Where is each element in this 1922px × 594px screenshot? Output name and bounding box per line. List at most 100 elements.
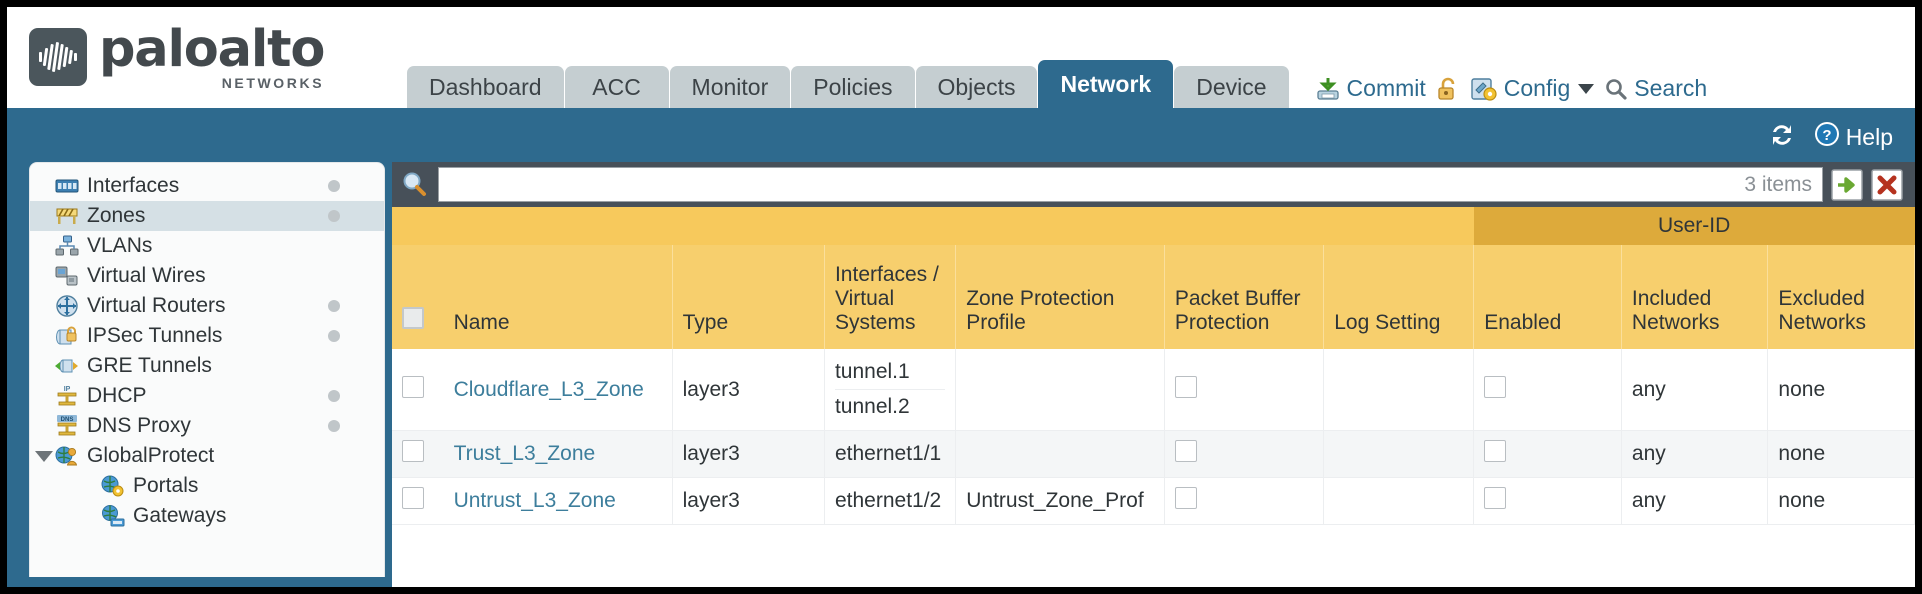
userid-enabled-checkbox[interactable] bbox=[1484, 487, 1507, 509]
tab-device[interactable]: Device bbox=[1174, 66, 1289, 108]
expander-collapse-icon[interactable] bbox=[35, 450, 53, 462]
col-header-log-setting[interactable]: Log Setting bbox=[1323, 245, 1475, 349]
col-header-included-networks[interactable]: Included Networks bbox=[1621, 245, 1769, 349]
dns-proxy-icon: DNS bbox=[54, 415, 79, 437]
cell-packet-buffer-protection bbox=[1164, 349, 1325, 431]
col-header-enabled[interactable]: Enabled bbox=[1473, 245, 1622, 349]
cell-userid-enabled bbox=[1473, 477, 1622, 525]
packet-buffer-protection-checkbox[interactable] bbox=[1174, 375, 1197, 398]
userid-enabled-checkbox[interactable] bbox=[1484, 375, 1507, 398]
status-dot bbox=[328, 210, 340, 222]
sidebar-item-zones[interactable]: Zones bbox=[30, 201, 384, 231]
sidebar-item-gre-tunnels[interactable]: GRE Tunnels bbox=[30, 351, 384, 381]
interface-list: ethernet1/1 bbox=[835, 437, 945, 471]
row-checkbox[interactable] bbox=[402, 487, 424, 509]
sidebar-item-label: Zones bbox=[87, 204, 146, 227]
tab-policies[interactable]: Policies bbox=[791, 66, 915, 108]
sidebar-nav: Interfaces Zones bbox=[29, 162, 385, 577]
cell-zone-protection-profile: Untrust_Zone_Prof bbox=[955, 477, 1165, 525]
status-dot bbox=[328, 180, 340, 192]
sidebar-item-ipsec-tunnels[interactable]: IPSec Tunnels bbox=[30, 321, 384, 351]
userid-enabled-checkbox[interactable] bbox=[1484, 440, 1507, 462]
item-count-label: 3 items bbox=[1744, 172, 1812, 196]
select-all-checkbox[interactable] bbox=[402, 306, 424, 329]
sidebar-item-portals[interactable]: Portals bbox=[30, 471, 384, 501]
cell-interfaces: tunnel.1 tunnel.2 bbox=[824, 349, 957, 431]
table-row[interactable]: Cloudflare_L3_Zone layer3 tunnel.1 tunne… bbox=[392, 349, 1915, 431]
apply-filter-button[interactable] bbox=[1831, 168, 1863, 201]
interface-item: tunnel.1 bbox=[834, 355, 946, 390]
group-header-userid: User-ID bbox=[1473, 207, 1915, 245]
vlans-icon bbox=[54, 235, 79, 257]
main-tabs: Dashboard ACC Monitor Policies Objects N… bbox=[407, 60, 1289, 108]
search-button[interactable]: Search bbox=[1604, 75, 1707, 102]
brand-logo: paloalto NETWORKS bbox=[7, 24, 397, 108]
cell-userid-enabled bbox=[1473, 430, 1622, 478]
sidebar-item-gateways[interactable]: Gateways bbox=[30, 501, 384, 531]
interface-list: tunnel.1 tunnel.2 bbox=[834, 355, 946, 424]
sidebar-item-virtual-routers[interactable]: Virtual Routers bbox=[30, 291, 384, 321]
cell-zone-protection-profile bbox=[955, 430, 1165, 478]
col-header-interfaces[interactable]: Interfaces / Virtual Systems bbox=[824, 245, 957, 349]
col-header-type[interactable]: Type bbox=[672, 245, 825, 349]
clear-filter-button[interactable] bbox=[1871, 168, 1903, 201]
packet-buffer-protection-checkbox[interactable] bbox=[1174, 487, 1197, 509]
ipsec-tunnels-icon bbox=[54, 325, 79, 347]
row-checkbox[interactable] bbox=[402, 440, 424, 462]
app-header: paloalto NETWORKS Dashboard ACC Monitor … bbox=[7, 7, 1915, 108]
tab-dashboard[interactable]: Dashboard bbox=[407, 66, 564, 108]
row-checkbox[interactable] bbox=[402, 375, 424, 398]
col-header-name[interactable]: Name bbox=[443, 245, 673, 349]
virtual-routers-icon bbox=[54, 295, 79, 317]
cell-zone-protection-profile bbox=[955, 349, 1165, 431]
table-row[interactable]: Trust_L3_Zone layer3 ethernet1/1 bbox=[392, 430, 1915, 478]
tab-network-label: Network bbox=[1060, 70, 1152, 97]
sidebar-item-globalprotect[interactable]: GlobalProtect bbox=[30, 441, 384, 471]
refresh-icon[interactable] bbox=[1767, 121, 1797, 154]
search-input[interactable] bbox=[439, 168, 1745, 201]
table-column-header-row: Name Type Interfaces / Virtual Systems Z… bbox=[392, 245, 1915, 349]
tab-acc[interactable]: ACC bbox=[564, 66, 669, 108]
unlock-icon bbox=[1436, 76, 1460, 102]
cell-included-networks: any bbox=[1621, 430, 1769, 478]
cell-packet-buffer-protection bbox=[1164, 430, 1325, 478]
zones-icon bbox=[54, 205, 79, 227]
table-row[interactable]: Untrust_L3_Zone layer3 ethernet1/2 Untru… bbox=[392, 477, 1915, 525]
cell-excluded-networks: none bbox=[1767, 477, 1915, 525]
filter-search-icon[interactable] bbox=[400, 170, 430, 200]
interface-list: ethernet1/2 bbox=[835, 484, 945, 518]
sidebar-item-virtual-wires[interactable]: Virtual Wires bbox=[30, 261, 384, 291]
group-header-spacer bbox=[392, 207, 1474, 245]
tab-objects[interactable]: Objects bbox=[915, 66, 1038, 108]
config-dropdown[interactable]: Config bbox=[1470, 75, 1595, 102]
cell-type: layer3 bbox=[672, 430, 825, 478]
tab-monitor[interactable]: Monitor bbox=[669, 66, 791, 108]
sidebar-item-dhcp[interactable]: IP DHCP bbox=[30, 381, 384, 411]
tab-network[interactable]: Network bbox=[1038, 60, 1174, 108]
col-header-excluded-networks[interactable]: Excluded Networks bbox=[1767, 245, 1915, 349]
lock-button[interactable] bbox=[1436, 76, 1460, 102]
col-header-packet-buffer-protection[interactable]: Packet Buffer Protection bbox=[1164, 245, 1325, 349]
col-header-zone-protection-profile[interactable]: Zone Protection Profile bbox=[955, 245, 1165, 349]
table-head: User-ID Name Type Interfaces / Virtual S… bbox=[392, 207, 1915, 349]
cell-type: layer3 bbox=[672, 349, 825, 431]
cell-name: Cloudflare_L3_Zone bbox=[443, 349, 673, 431]
zone-name-link[interactable]: Untrust_L3_Zone bbox=[453, 489, 616, 512]
cell-log-setting bbox=[1323, 430, 1475, 478]
cell-name: Untrust_L3_Zone bbox=[443, 477, 673, 525]
commit-button[interactable]: Commit bbox=[1315, 75, 1426, 102]
commit-label: Commit bbox=[1346, 75, 1426, 101]
packet-buffer-protection-checkbox[interactable] bbox=[1174, 440, 1197, 462]
sidebar-item-label: Virtual Wires bbox=[87, 264, 206, 287]
tab-acc-label: ACC bbox=[592, 73, 641, 100]
help-label: Help bbox=[1845, 123, 1893, 150]
zone-name-link[interactable]: Cloudflare_L3_Zone bbox=[453, 377, 644, 401]
zone-name-link[interactable]: Trust_L3_Zone bbox=[453, 442, 596, 465]
sidebar-item-vlans[interactable]: VLANs bbox=[30, 231, 384, 261]
sidebar-item-dns-proxy[interactable]: DNS DNS Proxy bbox=[30, 411, 384, 441]
sidebar-item-interfaces[interactable]: Interfaces bbox=[30, 171, 384, 201]
tab-policies-label: Policies bbox=[813, 73, 893, 100]
row-select-cell bbox=[392, 430, 444, 478]
brand-tagline: NETWORKS bbox=[221, 75, 325, 91]
help-button[interactable]: ? Help bbox=[1813, 120, 1893, 154]
